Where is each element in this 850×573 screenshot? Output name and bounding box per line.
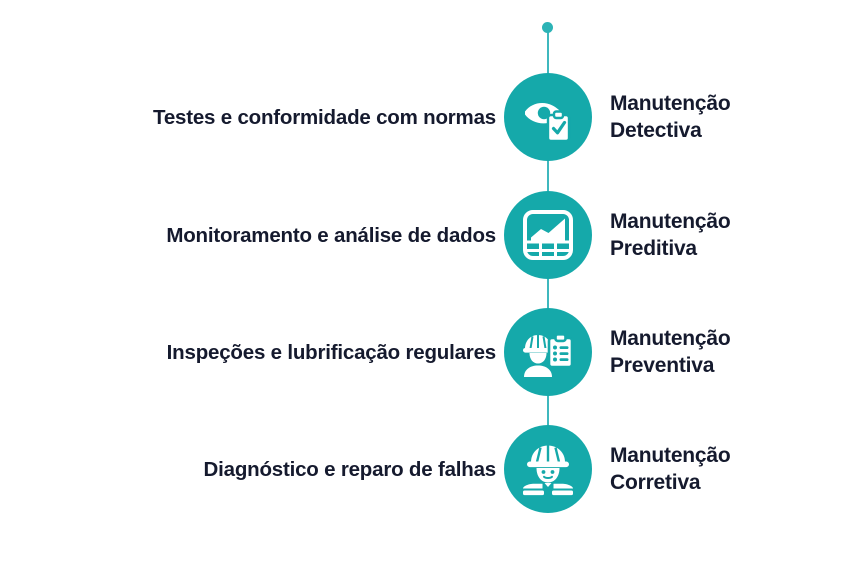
item-description-4: Diagnóstico e reparo de falhas xyxy=(203,458,497,482)
timeline-item-1: Testes e conformidade com normas Ma xyxy=(0,73,850,163)
eye-clipboard-check-icon xyxy=(521,90,575,144)
item-title-1-line2: Detectiva xyxy=(610,119,702,142)
item-title-1: Manutenção Detectiva xyxy=(610,73,846,163)
icon-badge-3[interactable] xyxy=(504,308,592,396)
timeline-start-dot xyxy=(542,22,553,33)
timeline-item-3: Inspeções e lubrificação regulares xyxy=(0,308,850,398)
item-title-3-line2: Preventiva xyxy=(610,354,715,377)
item-title-2-line1: Manutenção xyxy=(610,210,731,234)
item-title-2: Manutenção Preditiva xyxy=(610,191,846,281)
item-description-1: Testes e conformidade com normas xyxy=(153,106,496,130)
item-title-1-line1: Manutenção xyxy=(610,92,731,116)
timeline-item-4: Diagnóstico e reparo de falhas xyxy=(0,425,850,515)
item-description-3: Inspeções e lubrificação regulares xyxy=(166,341,497,365)
item-title-4-line2: Corretiva xyxy=(610,471,701,494)
item-title-4: Manutenção Corretiva xyxy=(610,425,846,515)
timeline-item-2: Monitoramento e análise de dados Manuten… xyxy=(0,191,850,281)
icon-badge-2[interactable] xyxy=(504,191,592,279)
icon-badge-1[interactable] xyxy=(504,73,592,161)
item-title-3: Manutenção Preventiva xyxy=(610,308,846,398)
worker-clipboard-checklist-icon xyxy=(521,325,575,379)
item-title-2-line2: Preditiva xyxy=(610,237,697,260)
item-title-3-line1: Manutenção xyxy=(610,327,731,351)
chart-trend-grid-icon xyxy=(522,209,574,261)
worker-hardhat-icon xyxy=(520,441,576,497)
item-title-4-line1: Manutenção xyxy=(610,444,731,468)
icon-badge-4[interactable] xyxy=(504,425,592,513)
item-description-2: Monitoramento e análise de dados xyxy=(166,224,496,248)
